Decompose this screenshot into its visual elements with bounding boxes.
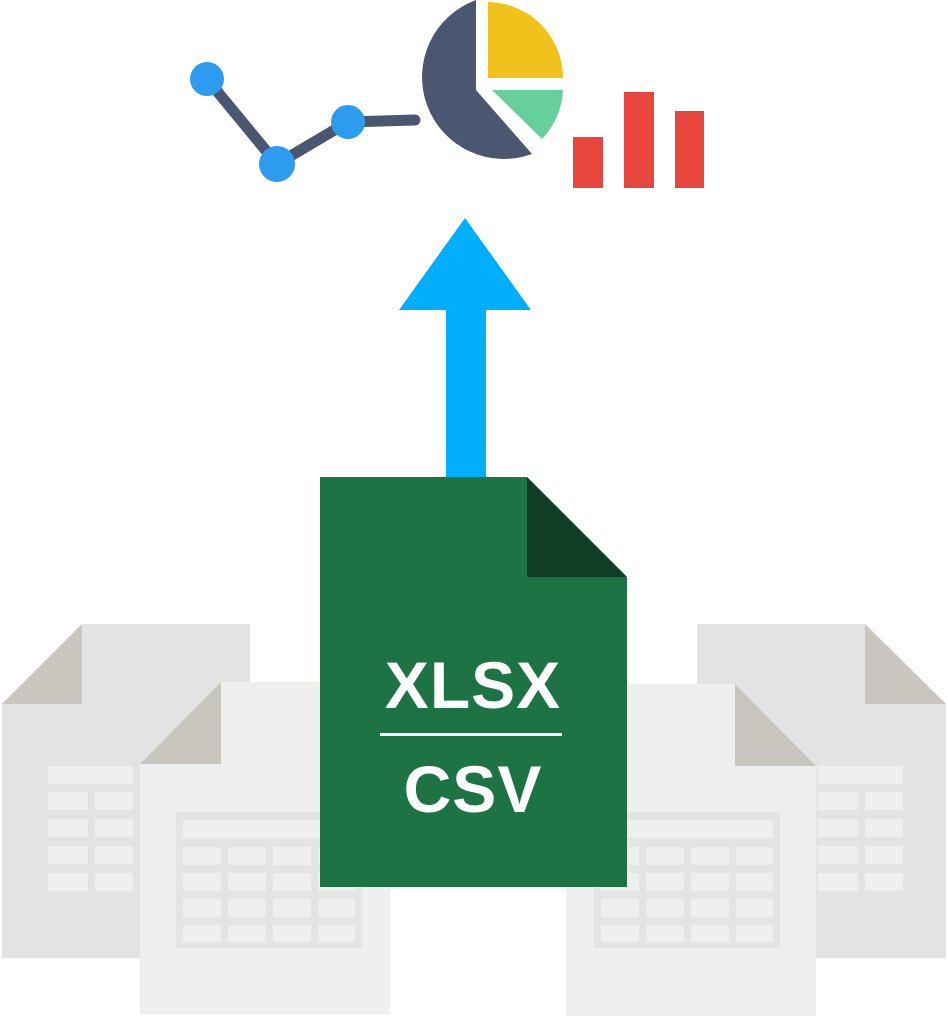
file-type-csv-label: CSV	[403, 752, 543, 826]
upload-arrow-icon	[399, 218, 531, 482]
bar-chart-icon	[573, 92, 704, 188]
label-divider	[380, 733, 562, 736]
line-chart-icon	[190, 62, 421, 182]
file-type-xlsx-label: XLSX	[384, 648, 562, 722]
pie-chart-icon	[422, 0, 564, 159]
xlsx-csv-file-icon	[320, 477, 627, 887]
spreadsheet-document-icon	[566, 684, 816, 1016]
